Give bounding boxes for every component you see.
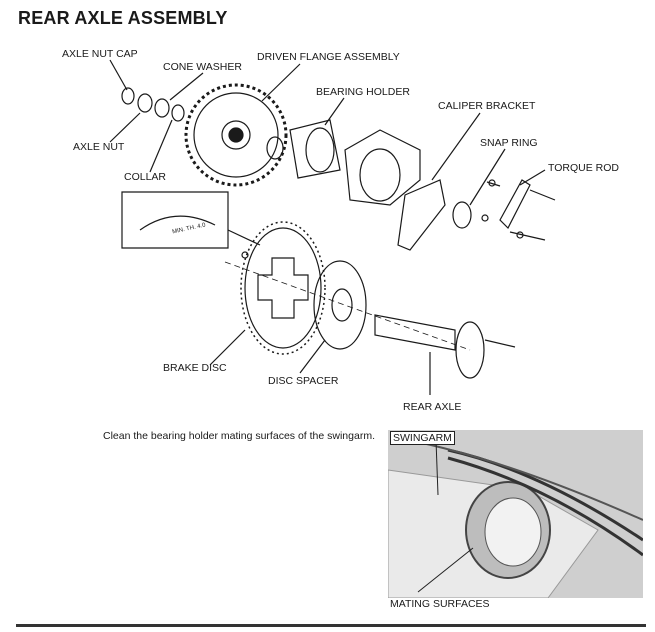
axis-line bbox=[224, 261, 471, 351]
sprocket-body bbox=[193, 92, 279, 178]
rear-axle-bolt bbox=[484, 339, 516, 348]
axle-nut-cap-shape bbox=[121, 87, 135, 105]
inset-pointer bbox=[227, 229, 261, 246]
label-cone-washer: CONE WASHER bbox=[163, 61, 242, 73]
brake-disc-outline bbox=[244, 227, 322, 349]
bearing-holder-bore bbox=[305, 127, 335, 173]
brake-disc-hub-cutout bbox=[257, 257, 309, 319]
cone-washer-shape bbox=[154, 98, 170, 118]
brake-disc-shape bbox=[240, 221, 326, 355]
swingarm-bore bbox=[359, 148, 401, 202]
leader-driven-flange bbox=[261, 63, 301, 102]
label-disc-spacer: DISC SPACER bbox=[268, 375, 339, 387]
sprocket-bore bbox=[228, 127, 244, 143]
label-collar: COLLAR bbox=[124, 171, 167, 183]
label-driven-flange-assembly: DRIVEN FLANGE ASSEMBLY bbox=[257, 51, 400, 63]
caliper-bracket-shape bbox=[397, 179, 446, 251]
label-axle-nut: AXLE NUT bbox=[73, 141, 125, 153]
photo-label-mating-surfaces: MATING SURFACES bbox=[390, 598, 490, 610]
leader-collar bbox=[149, 119, 173, 173]
label-rear-axle: REAR AXLE bbox=[403, 401, 462, 413]
collar-shape bbox=[171, 104, 185, 122]
label-bearing-holder: BEARING HOLDER bbox=[316, 86, 410, 98]
leader-torque-rod bbox=[519, 169, 546, 186]
photo-label-swingarm: SWINGARM bbox=[390, 431, 455, 445]
swingarm-photo-drawing bbox=[388, 430, 643, 598]
disc-bolt bbox=[241, 251, 249, 259]
axle-nut-shape bbox=[137, 93, 153, 113]
leader-axle-nut-cap bbox=[109, 59, 128, 91]
label-torque-rod: TORQUE ROD bbox=[548, 162, 619, 174]
sprocket-hub bbox=[221, 120, 251, 150]
bottom-rule bbox=[16, 624, 646, 627]
disc-spacer-shape bbox=[313, 260, 367, 350]
rear-axle-flange bbox=[455, 321, 485, 379]
swingarm-end bbox=[344, 129, 421, 206]
leader-snap-ring bbox=[469, 148, 506, 206]
disc-spacer-bore bbox=[331, 288, 353, 322]
leader-axle-nut bbox=[109, 112, 141, 143]
label-caliper-bracket: CALIPER BRACKET bbox=[438, 100, 536, 112]
leader-disc-spacer bbox=[299, 339, 326, 374]
label-axle-nut-cap: AXLE NUT CAP bbox=[62, 48, 138, 60]
leader-caliper-bracket bbox=[431, 112, 481, 181]
label-brake-disc: BRAKE DISC bbox=[163, 362, 227, 374]
label-snap-ring: SNAP RING bbox=[480, 137, 538, 149]
flange-oring bbox=[266, 136, 284, 160]
leader-cone-washer bbox=[169, 72, 204, 101]
inset-disc-edge bbox=[139, 215, 216, 231]
leader-brake-disc bbox=[209, 329, 246, 366]
snap-ring-shape bbox=[452, 201, 472, 229]
page-title: REAR AXLE ASSEMBLY bbox=[18, 8, 228, 28]
swingarm-photo: SWINGARM bbox=[388, 430, 643, 598]
instruction-text: Clean the bearing holder mating surfaces… bbox=[103, 430, 375, 442]
torque-rod-shape bbox=[499, 179, 531, 230]
inset-frame bbox=[121, 191, 229, 249]
sprocket-teeth bbox=[184, 83, 288, 187]
rear-axle-shaft bbox=[374, 314, 456, 351]
bearing-holder-shape bbox=[289, 119, 341, 179]
